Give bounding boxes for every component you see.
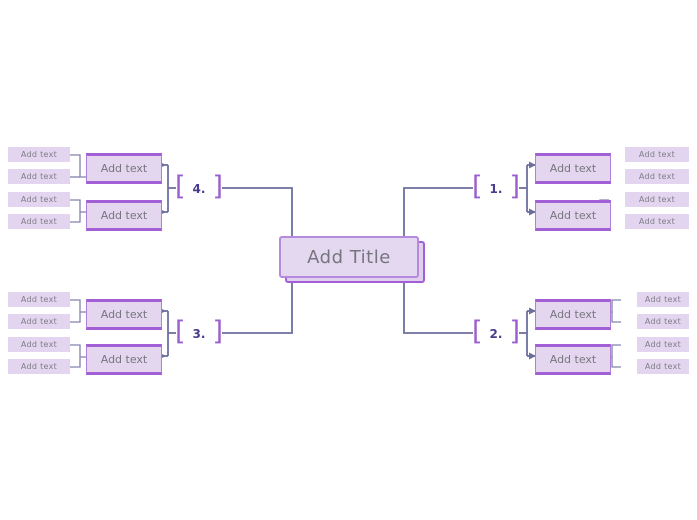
- node-label: Add text: [549, 308, 597, 321]
- branch-1-node-1-leaf-1[interactable]: Add text: [625, 147, 689, 162]
- title-box[interactable]: Add Title: [279, 236, 419, 278]
- branch-3-node-2[interactable]: Add text: [86, 344, 162, 375]
- leaf-label: Add text: [638, 150, 676, 159]
- branch-3-node-1-leaf-1[interactable]: Add text: [8, 292, 70, 307]
- branch-4-node-1[interactable]: Add text: [86, 153, 162, 184]
- branch-3-node-2-leaf-2[interactable]: Add text: [8, 359, 70, 374]
- leaf-label: Add text: [20, 217, 58, 226]
- node-label: Add text: [100, 308, 148, 321]
- branch-1-node-1[interactable]: Add text: [535, 153, 611, 184]
- branch-4-node-2-leaf-2[interactable]: Add text: [8, 214, 70, 229]
- branch-2-node-2-leaf-1[interactable]: Add text: [637, 337, 689, 352]
- branch-bracket-2[interactable]: [ 2. ]: [472, 316, 521, 347]
- branch-4-node-1-leaf-2[interactable]: Add text: [8, 169, 70, 184]
- leaf-label: Add text: [20, 195, 58, 204]
- branch-1-node-2-leaf-2[interactable]: Add text: [625, 214, 689, 229]
- branch-1-node-1-leaf-2[interactable]: Add text: [625, 169, 689, 184]
- leaf-label: Add text: [20, 172, 58, 181]
- leaf-label: Add text: [20, 317, 58, 326]
- branch-4-node-1-leaf-1[interactable]: Add text: [8, 147, 70, 162]
- branch-number-1: 1.: [489, 182, 503, 196]
- branch-1-node-2[interactable]: Add text: [535, 200, 611, 231]
- leaf-label: Add text: [644, 317, 682, 326]
- branch-2-node-2-leaf-2[interactable]: Add text: [637, 359, 689, 374]
- branch-4-node-2-leaf-1[interactable]: Add text: [8, 192, 70, 207]
- leaf-label: Add text: [20, 295, 58, 304]
- branch-3-node-1-leaf-2[interactable]: Add text: [8, 314, 70, 329]
- leaf-label: Add text: [20, 340, 58, 349]
- leaf-label: Add text: [644, 362, 682, 371]
- node-label: Add text: [549, 162, 597, 175]
- branch-bracket-1[interactable]: [ 1. ]: [472, 171, 521, 202]
- node-label: Add text: [100, 353, 148, 366]
- branch-4-node-2[interactable]: Add text: [86, 200, 162, 231]
- leaf-label: Add text: [638, 195, 676, 204]
- node-label: Add text: [100, 162, 148, 175]
- branch-bracket-4[interactable]: [ 4. ]: [175, 171, 224, 202]
- branch-3-node-2-leaf-1[interactable]: Add text: [8, 337, 70, 352]
- branch-number-3: 3.: [192, 327, 206, 341]
- branch-2-node-1-leaf-2[interactable]: Add text: [637, 314, 689, 329]
- leaf-label: Add text: [20, 362, 58, 371]
- leaf-label: Add text: [20, 150, 58, 159]
- title-label: Add Title: [307, 246, 391, 268]
- leaf-label: Add text: [638, 172, 676, 181]
- branch-number-4: 4.: [192, 182, 206, 196]
- branch-number-2: 2.: [489, 327, 503, 341]
- node-label: Add text: [549, 209, 597, 222]
- leaf-label: Add text: [638, 217, 676, 226]
- branch-2-node-2[interactable]: Add text: [535, 344, 611, 375]
- leaf-label: Add text: [644, 295, 682, 304]
- leaf-label: Add text: [644, 340, 682, 349]
- branch-1-node-2-leaf-1[interactable]: Add text: [625, 192, 689, 207]
- branch-2-node-1[interactable]: Add text: [535, 299, 611, 330]
- node-label: Add text: [549, 353, 597, 366]
- branch-2-node-1-leaf-1[interactable]: Add text: [637, 292, 689, 307]
- branch-3-node-1[interactable]: Add text: [86, 299, 162, 330]
- node-label: Add text: [100, 209, 148, 222]
- branch-bracket-3[interactable]: [ 3. ]: [175, 316, 224, 347]
